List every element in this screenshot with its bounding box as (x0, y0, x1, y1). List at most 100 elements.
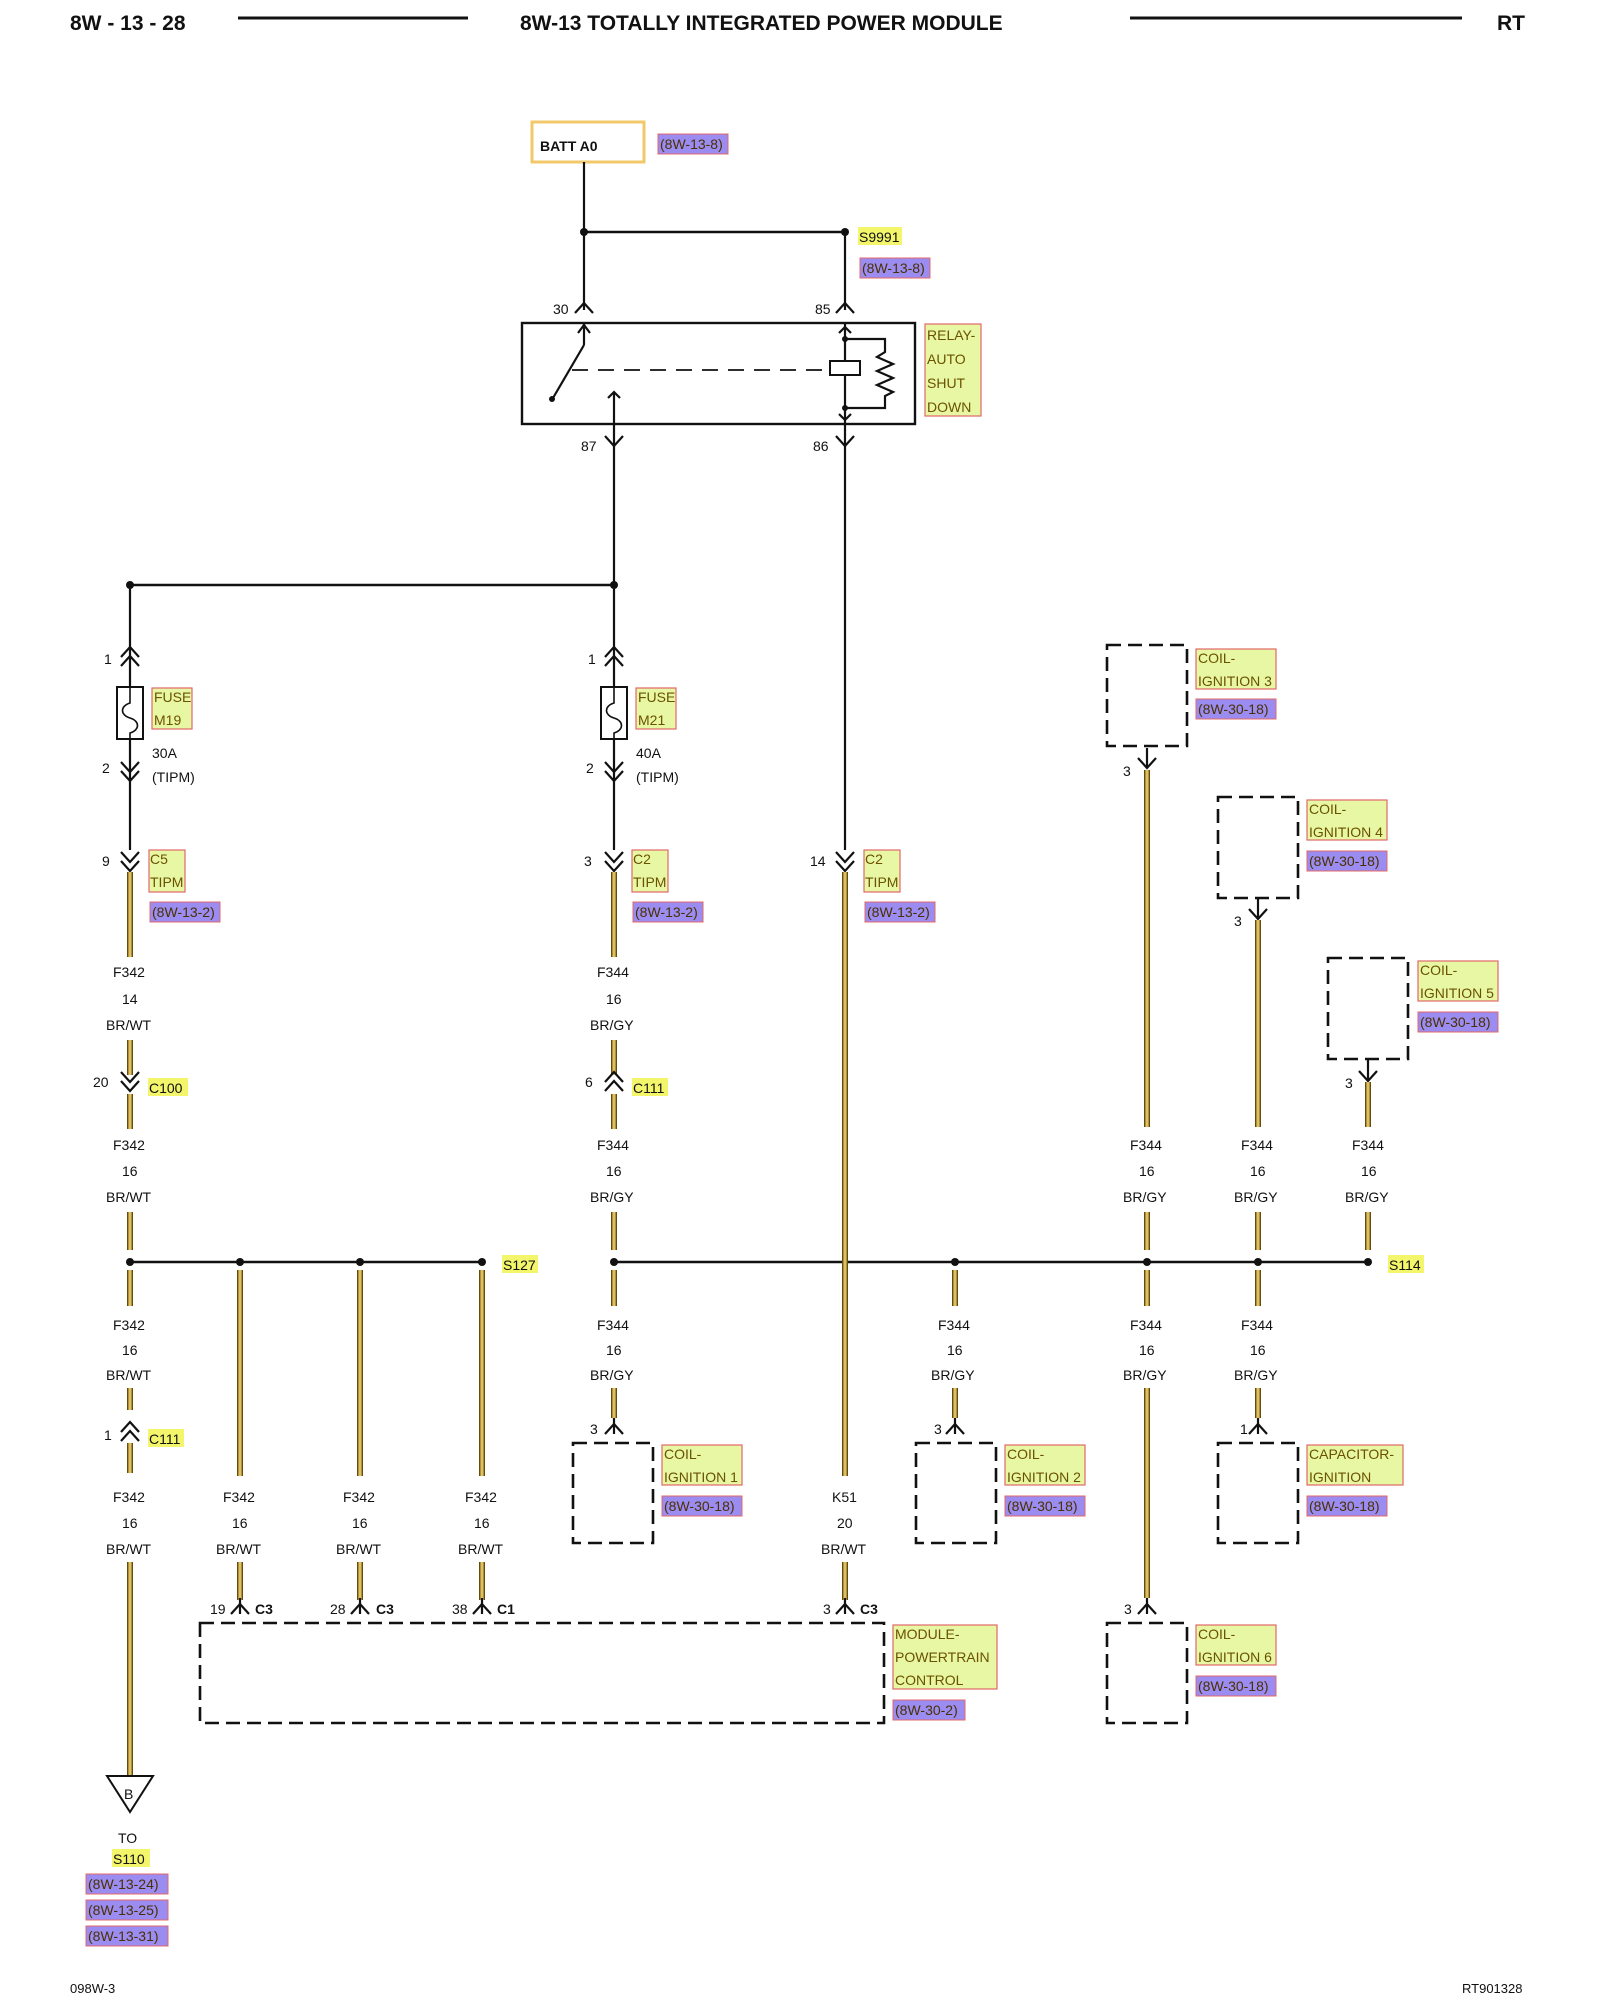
pcm-conn-4: C3 (860, 1601, 878, 1617)
tipm-c2-right-label-bg (863, 849, 901, 893)
wire-color: BR/GY (1234, 1189, 1278, 1205)
wire-segment (611, 1212, 617, 1250)
c111-mid-bg (632, 1078, 668, 1096)
ground-ref-bg (85, 1899, 169, 1921)
wire-segment (357, 1270, 363, 1476)
wire-segment (611, 1094, 617, 1129)
wire-gauge: 16 (352, 1515, 368, 1531)
wire-color: BR/WT (336, 1541, 382, 1557)
wire-gauge: 16 (1139, 1163, 1155, 1179)
batt-ref: (8W-13-8) (660, 136, 723, 152)
coil3-box (1105, 643, 1189, 748)
wire-circuit: F342 (113, 964, 145, 980)
relay-label-line-2: AUTO (927, 351, 966, 367)
splice-dot (236, 1258, 244, 1266)
coil3-ref-bg (1195, 698, 1277, 720)
wire-segment (237, 1562, 243, 1600)
coil2-pin: 3 (934, 1421, 942, 1437)
wire-color: BR/GY (590, 1017, 634, 1033)
wire-segment (1365, 1212, 1371, 1250)
coil-ignition-6: COIL- IGNITION 6 (8W-30-18) (1105, 1621, 1277, 1725)
tipm-c5-label-2: TIPM (150, 874, 183, 890)
coil4-label-2: IGNITION 4 (1309, 824, 1383, 840)
wire-segment (127, 1562, 133, 1776)
wire-segment (127, 1443, 133, 1473)
wire-segment (1255, 1270, 1261, 1306)
relay-contact-icon (549, 396, 555, 402)
coil2-label-1: COIL- (1007, 1446, 1045, 1462)
wire-color: BR/GY (931, 1367, 975, 1383)
c100-pin: 20 (93, 1074, 109, 1090)
capacitor-pin: 1 (1240, 1421, 1248, 1437)
wire-segment (1255, 1212, 1261, 1250)
pcm-pin-1: 19 (210, 1601, 226, 1617)
relay-pin-86: 86 (813, 438, 829, 454)
relay-node-dot (842, 405, 848, 411)
pcm-conn-1: C3 (255, 1601, 273, 1617)
wire-gauge: 16 (122, 1515, 138, 1531)
coil4-box (1216, 795, 1300, 900)
coil4-ref: (8W-30-18) (1309, 853, 1380, 869)
pcm-pin-3: 38 (452, 1601, 468, 1617)
coil1-pin: 3 (590, 1421, 598, 1437)
coil5-label-bg (1417, 960, 1499, 1002)
coil2-box (914, 1441, 998, 1545)
wire-circuit: F342 (113, 1317, 145, 1333)
coil5-label-2: IGNITION 5 (1420, 985, 1494, 1001)
ground-triangle-icon (105, 1775, 155, 1814)
coil5-box (1326, 956, 1410, 1061)
fuse-m21-pin-in: 1 (588, 651, 596, 667)
pin-connector-icon (604, 761, 624, 783)
wire-segment (1144, 770, 1150, 1127)
c111-left-label: C111 (149, 1431, 181, 1447)
c100-label: C100 (149, 1080, 183, 1096)
coil3-pin: 3 (1123, 763, 1131, 779)
wire-circuit: F342 (113, 1489, 145, 1505)
fuse-element-icon (121, 687, 139, 739)
splice-dot (951, 1258, 959, 1266)
pcm-label-3: CONTROL (895, 1672, 964, 1688)
tipm-c2-mid-label-2: TIPM (633, 874, 666, 890)
splice-dot (1143, 1258, 1151, 1266)
coil6-ref: (8W-30-18) (1198, 1678, 1269, 1694)
coil5-label-1: COIL- (1420, 962, 1458, 978)
wire-segment (1144, 1388, 1150, 1598)
ground-ref-2: (8W-13-25) (88, 1902, 159, 1918)
tipm-c2-mid-label-1: C2 (633, 851, 651, 867)
s9991-label: S9991 (859, 229, 900, 245)
pin-connector-icon (120, 645, 140, 667)
tipm-c5-pin: 9 (102, 853, 110, 869)
wire-color: BR/GY (1345, 1189, 1389, 1205)
wire-segment (127, 1212, 133, 1250)
capacitor-ignition: CAPACITOR- IGNITION (8W-30-18) (1216, 1441, 1404, 1545)
wire-segment (127, 1094, 133, 1129)
coil6-ref-bg (1195, 1675, 1277, 1697)
tipm-c2-right-label-1: C2 (865, 851, 883, 867)
splice-dot (356, 1258, 364, 1266)
relay-resistor-icon (845, 337, 896, 410)
wire-circuit: F342 (223, 1489, 255, 1505)
wire-gauge: 20 (837, 1515, 853, 1531)
wire-color: BR/WT (458, 1541, 504, 1557)
wire-circuit: F344 (597, 1137, 629, 1153)
pcm-ref-bg (892, 1699, 966, 1721)
s127-bg (502, 1255, 538, 1273)
wire-segment (952, 1388, 958, 1418)
tipm-c5-label-1: C5 (150, 851, 168, 867)
wire-segment (1144, 1212, 1150, 1250)
capacitor-ref-bg (1306, 1495, 1388, 1517)
fuse-m19-label-1: FUSE (154, 689, 191, 705)
relay-auto-shutdown (520, 321, 917, 426)
wire-color: BR/WT (106, 1017, 152, 1033)
c111-left-pin: 1 (104, 1427, 112, 1443)
footer-left: 098W-3 (70, 1981, 115, 1996)
pcm-label-2: POWERTRAIN (895, 1649, 990, 1665)
wire-gauge: 16 (1139, 1342, 1155, 1358)
wire-gauge: 16 (947, 1342, 963, 1358)
wire-segment (1144, 1270, 1150, 1306)
wire-color: BR/GY (1123, 1189, 1167, 1205)
wire-gauge: 16 (122, 1163, 138, 1179)
coil1-label-2: IGNITION 1 (664, 1469, 738, 1485)
relay-arrow-icon (577, 323, 591, 334)
